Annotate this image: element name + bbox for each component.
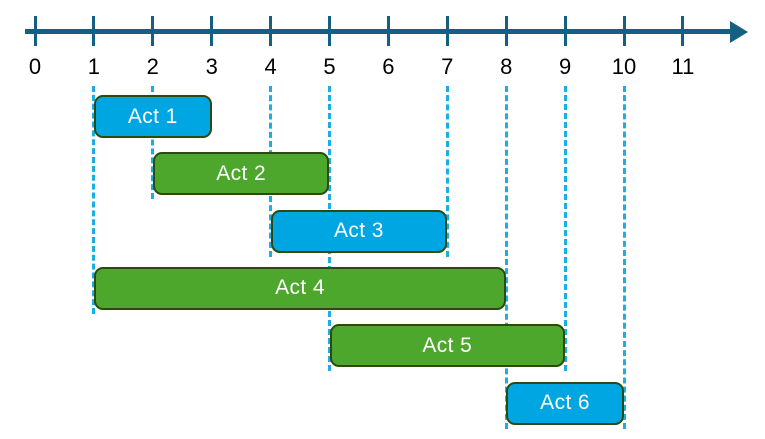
axis-tick-label: 7 bbox=[441, 54, 454, 79]
dependency-guide-line bbox=[151, 86, 155, 200]
activity-bar-label: Act 2 bbox=[216, 161, 267, 185]
axis-tick-label: 10 bbox=[611, 54, 637, 79]
axis-tick bbox=[33, 16, 37, 46]
dependency-guide-line bbox=[563, 86, 567, 372]
activity-bar[interactable]: Act 5 bbox=[329, 324, 566, 368]
activity-bar[interactable]: Act 3 bbox=[270, 209, 448, 253]
axis-tick-label: 8 bbox=[500, 54, 513, 79]
axis-tick bbox=[210, 16, 214, 46]
axis-tick-label: 6 bbox=[382, 54, 395, 79]
axis-tick bbox=[386, 16, 390, 46]
activity-bar[interactable]: Act 6 bbox=[506, 381, 624, 425]
activity-bar[interactable]: Act 2 bbox=[152, 152, 330, 196]
axis-tick bbox=[622, 16, 626, 46]
axis-tick-label: 1 bbox=[87, 54, 101, 79]
axis-tick-label: 4 bbox=[264, 54, 277, 79]
axis-tick-label: 0 bbox=[28, 54, 42, 79]
axis-tick-label: 11 bbox=[671, 54, 695, 79]
axis-tick bbox=[92, 16, 96, 46]
activity-bar[interactable]: Act 1 bbox=[93, 95, 212, 138]
axis-tick-label: 5 bbox=[323, 54, 336, 79]
activity-bar[interactable]: Act 4 bbox=[93, 266, 507, 310]
axis-tick bbox=[269, 16, 273, 46]
activity-bar-label: Act 6 bbox=[540, 391, 591, 414]
activity-bar-label: Act 5 bbox=[422, 333, 473, 357]
axis-tick bbox=[681, 16, 685, 46]
activity-bar-label: Act 1 bbox=[127, 104, 178, 128]
dependency-guide-line bbox=[92, 86, 96, 314]
axis-arrow-icon bbox=[730, 20, 748, 43]
axis-line bbox=[25, 29, 730, 34]
axis-tick bbox=[151, 16, 155, 46]
axis-tick bbox=[328, 16, 331, 46]
axis-tick bbox=[445, 16, 449, 46]
axis-tick bbox=[563, 16, 567, 46]
axis-tick bbox=[504, 16, 508, 46]
dependency-guide-line bbox=[445, 86, 449, 257]
axis-tick-label: 3 bbox=[205, 54, 218, 79]
activity-bar-label: Act 4 bbox=[275, 276, 325, 300]
dependency-guide-line bbox=[504, 86, 508, 429]
axis-tick-label: 2 bbox=[146, 54, 159, 79]
axis-tick-label: 9 bbox=[558, 54, 572, 79]
activity-bar-label: Act 3 bbox=[334, 219, 384, 243]
dependency-guide-line bbox=[622, 86, 626, 429]
